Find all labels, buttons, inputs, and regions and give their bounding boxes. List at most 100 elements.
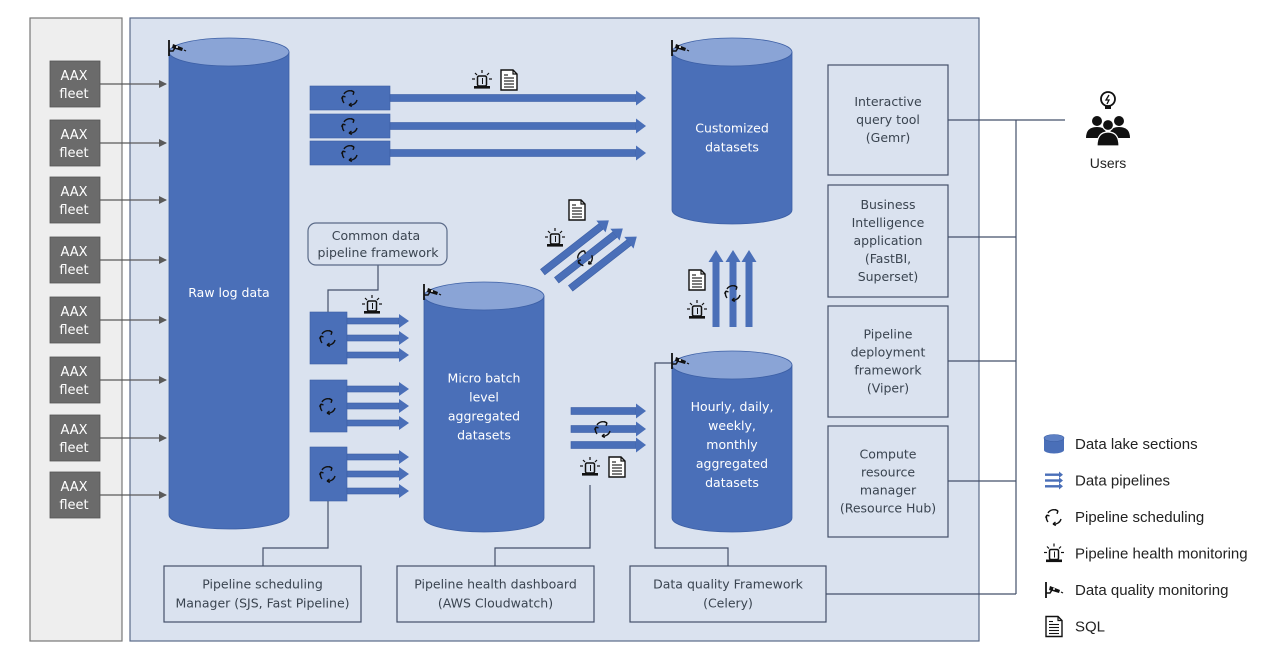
pipeline-arrow <box>346 382 409 396</box>
legend-item: Data quality monitoring <box>1045 581 1228 599</box>
pipeline-arrow <box>741 250 757 327</box>
legend-item: Pipeline scheduling <box>1044 508 1204 527</box>
legend-label: SQL <box>1075 619 1105 636</box>
legend-label: Pipeline health monitoring <box>1075 546 1248 563</box>
pipeline-arrow <box>346 467 409 481</box>
connector-framework-callout <box>327 265 379 312</box>
pipeline-arrow <box>570 421 646 437</box>
legend-label: Data pipelines <box>1075 473 1170 490</box>
service-box-label: Pipeline health dashboard(AWS Cloudwatch… <box>414 577 577 611</box>
connector-lines <box>262 119 1065 595</box>
pipeline-arrow <box>346 416 409 430</box>
legend-label: Data lake sections <box>1075 436 1198 453</box>
legend-item: Data lake sections <box>1043 434 1198 454</box>
pipeline-arrow <box>708 250 724 327</box>
siren-icon <box>1043 542 1065 563</box>
pipelines-raw-to-microbatch <box>309 294 409 502</box>
pipeline-arrow <box>570 437 646 453</box>
scheduled-pipeline-group <box>309 311 409 365</box>
framework-callout-text: Common data pipeline framework <box>318 228 440 260</box>
pipeline-arrow <box>570 403 646 419</box>
document-icon <box>688 269 706 291</box>
pipeline-arrow <box>554 228 623 284</box>
pipeline-arrow <box>346 314 409 328</box>
connector-health-dashboard <box>494 485 591 566</box>
legend-item: SQL <box>1045 615 1105 638</box>
pipeline-arrow <box>389 118 646 134</box>
users: Users <box>1086 91 1130 171</box>
scheduler-block <box>309 140 391 166</box>
scheduler-block <box>309 446 348 502</box>
service-box: Data quality Framework(Celery) <box>629 565 827 623</box>
legend-label: Data quality monitoring <box>1075 582 1228 599</box>
pipeline-arrow <box>346 484 409 498</box>
service-box: Pipeline health dashboard(AWS Cloudwatch… <box>396 565 595 623</box>
scheduler-block <box>309 85 391 111</box>
connector-scheduling-manager <box>262 472 329 566</box>
document-icon <box>568 199 586 221</box>
users-label: Users <box>1090 155 1127 171</box>
legend-label: Pipeline scheduling <box>1075 509 1204 526</box>
document-icon <box>1045 615 1063 638</box>
users-lightbulb-icon <box>1086 91 1130 147</box>
scheduled-pipeline <box>309 85 646 111</box>
scheduler-block <box>309 311 348 365</box>
camera-icon <box>1045 581 1064 599</box>
cylinder-icon <box>1043 434 1065 454</box>
connector-dq-framework-camera <box>654 362 729 566</box>
pipeline-arrow <box>389 90 646 106</box>
scheduler-block <box>309 379 348 433</box>
framework-callout <box>307 222 448 266</box>
pipeline-arrow <box>540 220 609 276</box>
scheduled-pipeline-group <box>309 379 409 433</box>
pipeline-arrow <box>346 348 409 362</box>
pipeline-arrow <box>346 450 409 464</box>
cylinder-raw-log-data: Raw log data <box>168 37 290 530</box>
service-box-label: Data quality Framework(Celery) <box>653 577 804 611</box>
pipelines-periodic-to-customized <box>686 250 757 327</box>
legend-item: Pipeline health monitoring <box>1043 542 1248 563</box>
scheduled-pipeline <box>309 140 646 166</box>
pipelines-microbatch-to-customized <box>540 199 637 292</box>
pipeline-arrow <box>346 399 409 413</box>
document-icon <box>500 69 518 91</box>
refresh-cycle-icon <box>1044 508 1062 527</box>
pipeline-arrow <box>389 145 646 161</box>
document-icon <box>608 456 626 478</box>
scheduled-pipeline-group <box>309 446 409 502</box>
cylinder-raw-log-data-label: Raw log data <box>188 285 269 300</box>
pipelines-microbatch-to-periodic <box>570 403 646 478</box>
scheduled-pipeline <box>309 113 646 139</box>
